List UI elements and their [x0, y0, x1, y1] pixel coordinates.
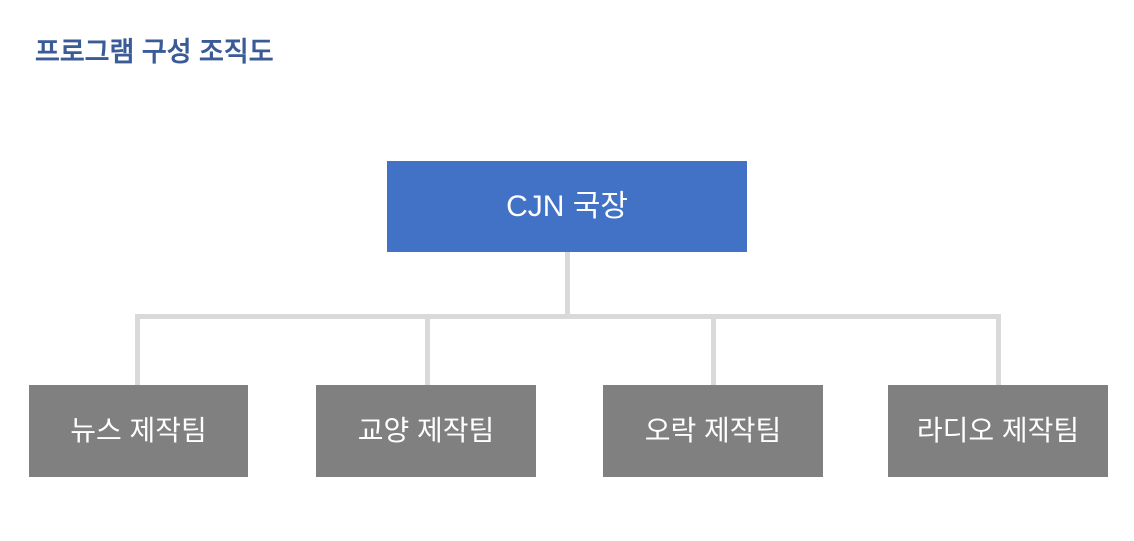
page-title: 프로그램 구성 조직도	[35, 37, 274, 67]
org-node-root: CJN 국장	[387, 161, 747, 252]
connector-drop-3	[711, 314, 716, 385]
org-node-child-entertainment: 오락 제작팀	[603, 385, 823, 477]
connector-drop-1	[135, 314, 140, 385]
connector-root-stem	[565, 252, 570, 319]
connector-drop-2	[425, 314, 430, 385]
org-node-child-news: 뉴스 제작팀	[29, 385, 248, 477]
connector-drop-4	[996, 314, 1001, 385]
org-node-child-radio: 라디오 제작팀	[888, 385, 1108, 477]
org-node-child-culture: 교양 제작팀	[316, 385, 536, 477]
connector-horizontal-bus	[135, 314, 1001, 319]
